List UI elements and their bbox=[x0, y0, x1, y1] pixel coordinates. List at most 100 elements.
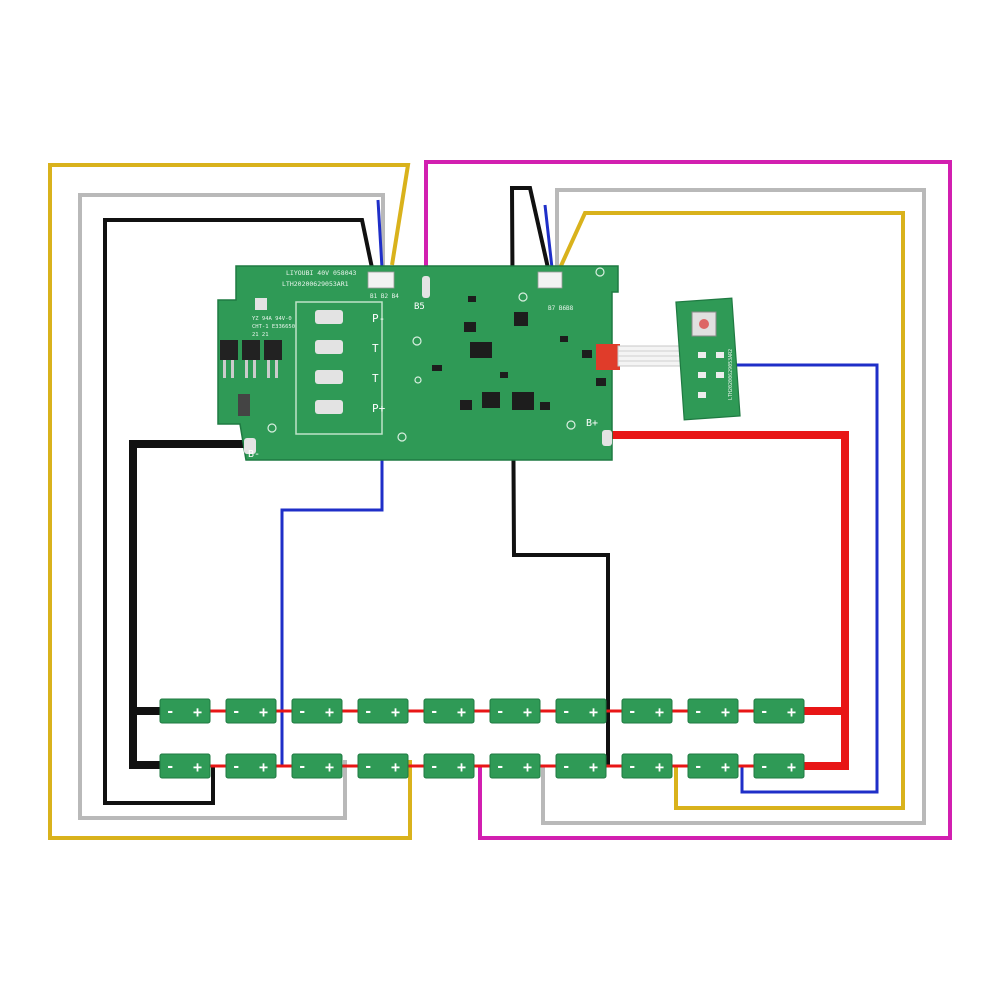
cell-minus-label: - bbox=[562, 704, 570, 720]
cell-minus-label: - bbox=[628, 704, 636, 720]
battery-cell: -+ bbox=[225, 698, 277, 724]
battery-cell: -+ bbox=[489, 753, 541, 779]
cell-plus-label: + bbox=[391, 703, 400, 721]
pin-label-t2: T bbox=[372, 372, 379, 385]
b-plus-red-lead bbox=[606, 431, 849, 770]
cell-minus-label: - bbox=[298, 704, 306, 720]
cell-minus-label: - bbox=[496, 759, 504, 775]
cell-plus-label: + bbox=[391, 758, 400, 776]
pin-label-p-minus: P- bbox=[372, 312, 385, 325]
square-pad bbox=[255, 298, 267, 310]
battery-cell: -+ bbox=[291, 698, 343, 724]
battery-cell: -+ bbox=[687, 753, 739, 779]
small-pcb: LTH20200629053AR2 bbox=[675, 297, 741, 421]
cell-minus-label: - bbox=[166, 759, 174, 775]
wires bbox=[48, 160, 952, 840]
cell-plus-label: + bbox=[655, 758, 664, 776]
board-small-label-1: YZ 94A 94V-0 bbox=[252, 316, 292, 322]
connector-right-label: B7 B6B8 bbox=[548, 305, 574, 312]
battery-cell: -+ bbox=[225, 753, 277, 779]
cell-plus-label: + bbox=[787, 758, 796, 776]
black-wire-left bbox=[103, 218, 374, 805]
battery-cell-body bbox=[423, 698, 475, 724]
battery-cell: -+ bbox=[291, 753, 343, 779]
shunt-resistor bbox=[238, 394, 250, 416]
battery-cell-body bbox=[753, 698, 805, 724]
gray-wire-right bbox=[541, 188, 926, 825]
cell-minus-label: - bbox=[430, 704, 438, 720]
connector-left-label: B1 B2 B4 bbox=[370, 293, 399, 300]
yellow-wire-left bbox=[48, 163, 412, 840]
magenta-wire bbox=[424, 160, 952, 840]
cell-minus-label: - bbox=[364, 759, 372, 775]
cell-minus-label: - bbox=[166, 704, 174, 720]
pad-b5-label: B5 bbox=[414, 302, 425, 312]
board-small-label-3: 21 21 bbox=[252, 332, 269, 338]
battery-cell: -+ bbox=[555, 753, 607, 779]
board-code-label: LTH20200629053AR1 bbox=[282, 280, 349, 288]
cell-plus-label: + bbox=[325, 703, 334, 721]
battery-cell-body bbox=[291, 698, 343, 724]
cell-plus-label: + bbox=[325, 758, 334, 776]
battery-cell: -+ bbox=[159, 698, 211, 724]
cell-plus-label: + bbox=[193, 703, 202, 721]
cell-plus-label: + bbox=[721, 758, 730, 776]
battery-cell-body bbox=[357, 698, 409, 724]
cell-plus-label: + bbox=[589, 758, 598, 776]
battery-cell: -+ bbox=[357, 753, 409, 779]
battery-cell: -+ bbox=[357, 698, 409, 724]
battery-cell-body bbox=[687, 698, 739, 724]
battery-cell: -+ bbox=[489, 698, 541, 724]
gray-wire-left bbox=[78, 193, 385, 820]
board-vias bbox=[267, 267, 605, 442]
tactile-button-cap bbox=[699, 319, 709, 329]
cell-minus-label: - bbox=[760, 759, 768, 775]
b-plus-label: B+ bbox=[586, 418, 598, 429]
pad-b-plus bbox=[602, 430, 612, 446]
battery-cell-body bbox=[225, 698, 277, 724]
cell-plus-label: + bbox=[523, 758, 532, 776]
battery-cell-body bbox=[489, 698, 541, 724]
b-minus-black-lead bbox=[129, 440, 247, 769]
battery-cell-body bbox=[159, 698, 211, 724]
cell-minus-label: - bbox=[694, 759, 702, 775]
pad-b-minus bbox=[244, 438, 256, 454]
cell-minus-label: - bbox=[694, 704, 702, 720]
pad-t2 bbox=[315, 370, 343, 384]
pad-t1 bbox=[315, 340, 343, 354]
battery-cell-body bbox=[621, 698, 673, 724]
cell-plus-label: + bbox=[457, 758, 466, 776]
battery-cell: -+ bbox=[159, 753, 211, 779]
battery-cell-body bbox=[225, 753, 277, 779]
battery-cell-body bbox=[555, 753, 607, 779]
b-minus-label: B- bbox=[248, 449, 260, 460]
cell-minus-label: - bbox=[496, 704, 504, 720]
cell-minus-label: - bbox=[562, 759, 570, 775]
connector-left bbox=[367, 271, 395, 289]
pad-p-plus bbox=[315, 400, 343, 414]
battery-cell: -+ bbox=[621, 753, 673, 779]
cell-minus-label: - bbox=[232, 704, 240, 720]
battery-cell: -+ bbox=[423, 753, 475, 779]
board-components bbox=[432, 296, 606, 410]
battery-cell-body bbox=[687, 753, 739, 779]
pad-p-minus bbox=[315, 310, 343, 324]
small-pcb-label: LTH20200629053AR2 bbox=[728, 349, 734, 400]
cell-plus-label: + bbox=[721, 703, 730, 721]
pin-label-p-plus: P+ bbox=[372, 402, 386, 415]
board-model-label: LIYOUBI 40V 058043 bbox=[286, 269, 357, 277]
cell-minus-label: - bbox=[760, 704, 768, 720]
mosfets bbox=[220, 340, 282, 378]
cell-plus-label: + bbox=[655, 703, 664, 721]
cell-minus-label: - bbox=[298, 759, 306, 775]
cell-minus-label: - bbox=[364, 704, 372, 720]
pin-area-outline bbox=[295, 301, 383, 435]
yellow-wire-right bbox=[558, 211, 905, 810]
pin-label-t1: T bbox=[372, 342, 379, 355]
board-small-label-2: CHT-1 E336650 bbox=[252, 324, 295, 330]
cell-series-links bbox=[210, 709, 754, 768]
cell-plus-label: + bbox=[523, 703, 532, 721]
battery-cell: -+ bbox=[621, 698, 673, 724]
